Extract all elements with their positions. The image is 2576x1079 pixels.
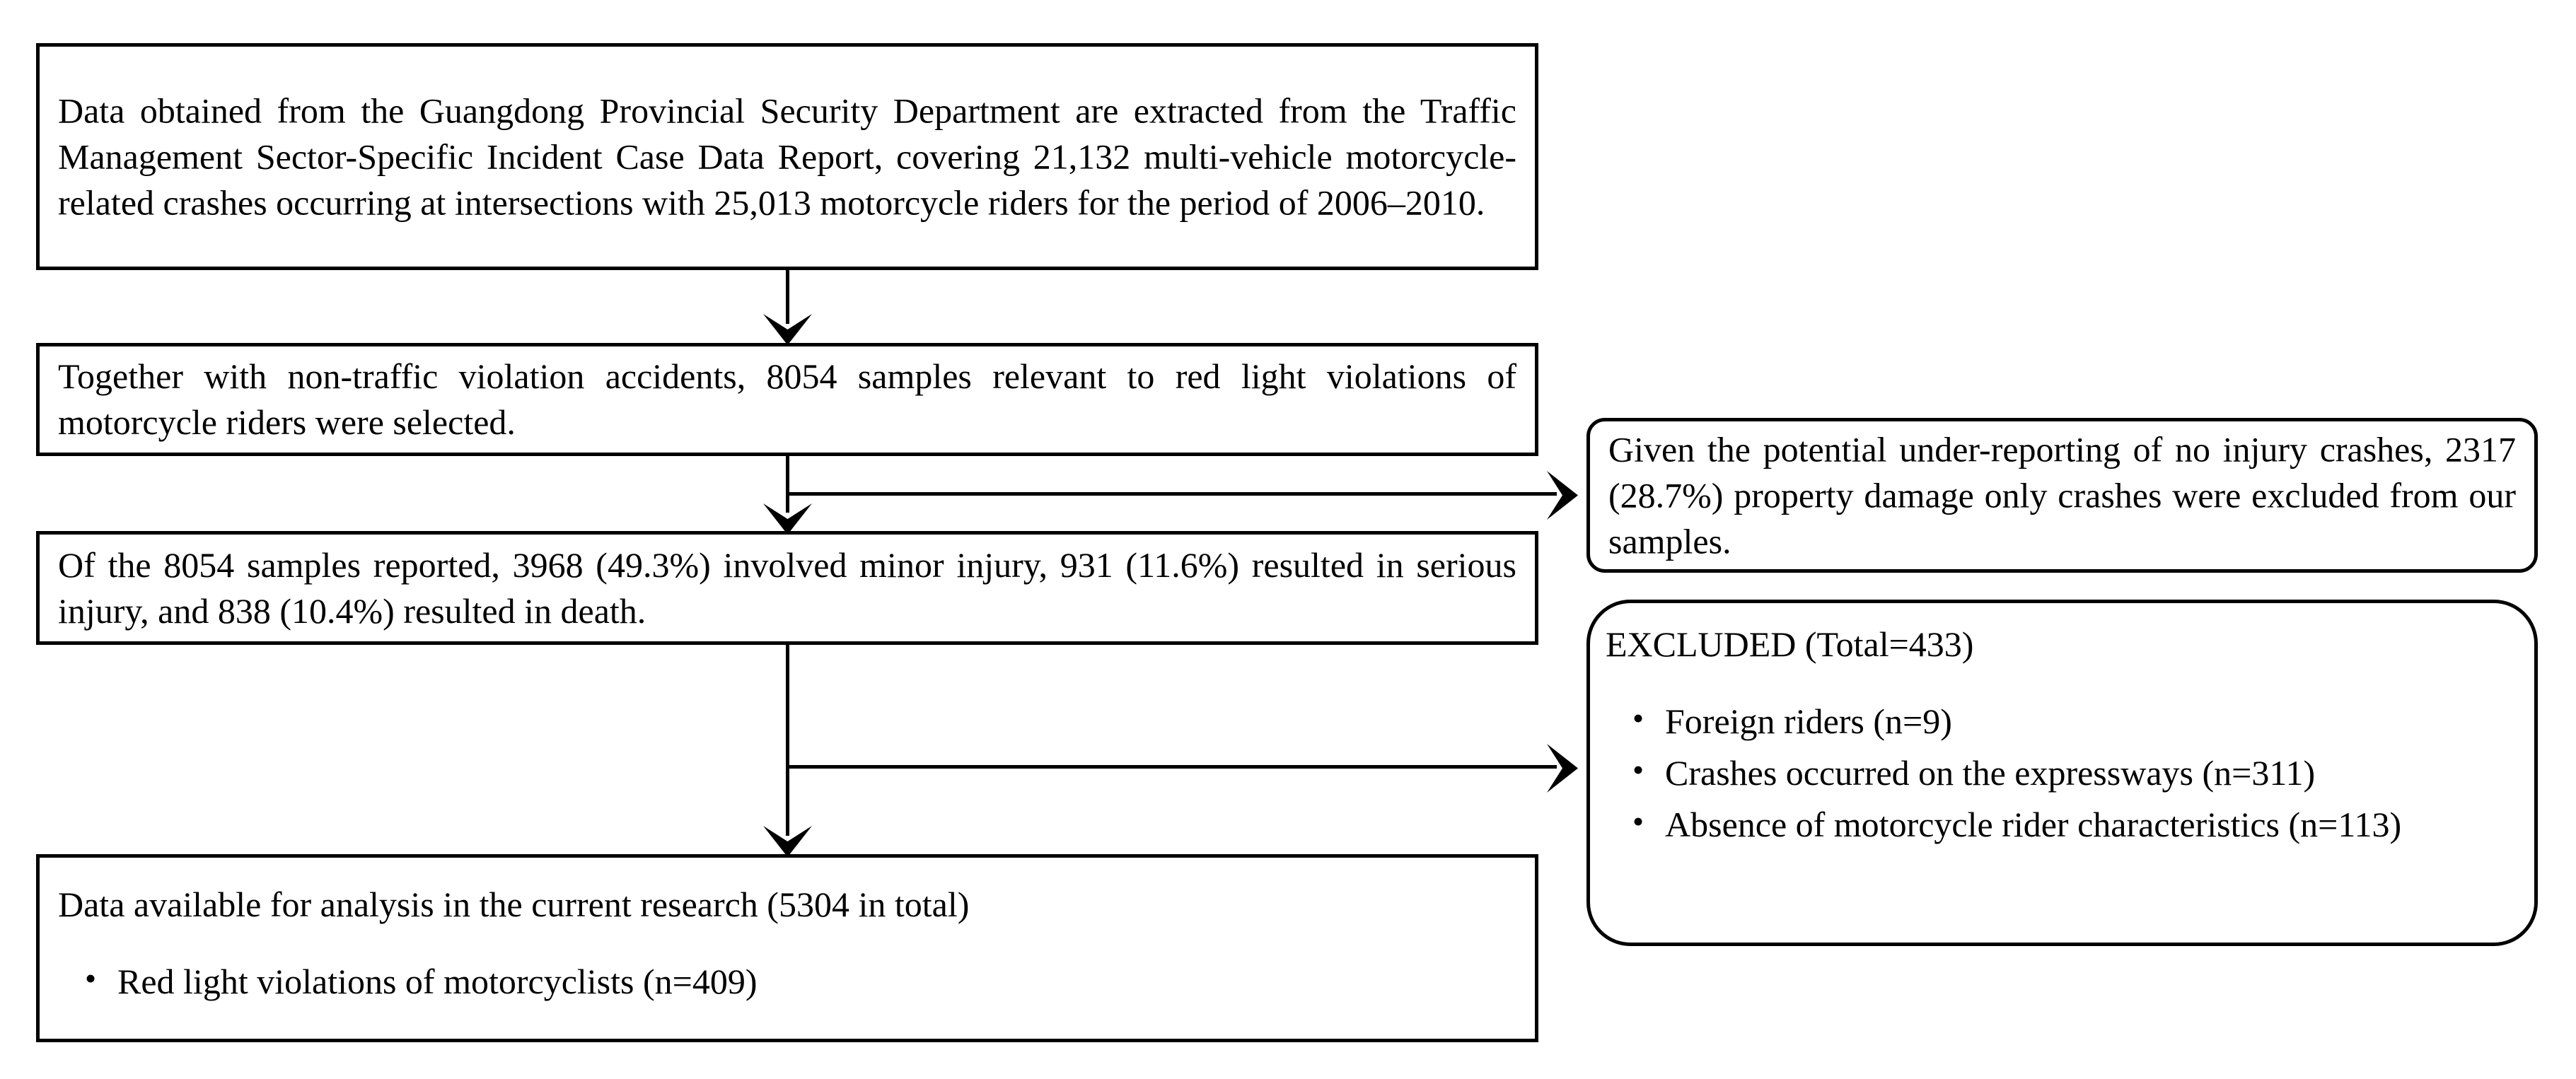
under-reporting-text: Given the potential under-reporting of n…	[1608, 429, 2516, 561]
injury-breakdown-box: Of the 8054 samples reported, 3968 (49.3…	[36, 531, 1538, 645]
arrow-source-to-selection-stem	[786, 270, 789, 324]
list-item: Absence of motorcycle rider characterist…	[1632, 800, 2516, 848]
arrow-breakdown-to-final-head	[763, 826, 812, 857]
excluded-bullet-list: Foreign riders (n=9) Crashes occurred on…	[1606, 697, 2516, 848]
arrow-breakdown-to-excluded-stem	[786, 765, 1557, 769]
arrow-selection-to-underreporting-stem	[786, 492, 1557, 496]
sample-selection-body: Together with non-traffic violation acci…	[58, 354, 1516, 445]
data-source-text: Data obtained from the Guangdong Provinc…	[58, 91, 1516, 222]
arrow-source-to-selection-head	[763, 314, 812, 345]
injury-breakdown-text: Of the 8054 samples reported, 3968 (49.3…	[58, 544, 1516, 631]
list-item: Red light violations of motorcyclists (n…	[85, 957, 1516, 1005]
final-data-bullet-list: Red light violations of motorcyclists (n…	[58, 957, 1516, 1005]
excluded-heading: EXCLUDED (Total=433)	[1606, 624, 1974, 664]
final-data-body: Data available for analysis in the curre…	[58, 882, 1516, 1010]
data-source-body: Data obtained from the Guangdong Provinc…	[58, 88, 1516, 226]
final-data-heading: Data available for analysis in the curre…	[58, 885, 970, 924]
data-source-box: Data obtained from the Guangdong Provinc…	[36, 43, 1538, 270]
arrow-selection-to-underreporting-head	[1547, 471, 1578, 520]
arrow-breakdown-to-excluded-head	[1547, 744, 1578, 793]
excluded-spacer	[1606, 667, 2516, 699]
arrow-selection-to-breakdown-stem	[786, 456, 789, 513]
arrow-selection-to-breakdown-head	[763, 503, 812, 535]
excluded-box: EXCLUDED (Total=433) Foreign riders (n=9…	[1586, 600, 2538, 946]
arrow-breakdown-to-final-stem	[786, 645, 789, 836]
list-item: Foreign riders (n=9)	[1632, 697, 2516, 745]
list-item: Crashes occurred on the expressways (n=3…	[1632, 749, 2516, 796]
excluded-body: EXCLUDED (Total=433) Foreign riders (n=9…	[1606, 622, 2516, 853]
sample-selection-text: Together with non-traffic violation acci…	[58, 356, 1516, 442]
under-reporting-body: Given the potential under-reporting of n…	[1608, 426, 2516, 564]
final-data-spacer	[58, 928, 1516, 959]
injury-breakdown-body: Of the 8054 samples reported, 3968 (49.3…	[58, 542, 1516, 634]
sample-selection-box: Together with non-traffic violation acci…	[36, 343, 1538, 456]
final-data-box: Data available for analysis in the curre…	[36, 854, 1538, 1042]
under-reporting-box: Given the potential under-reporting of n…	[1586, 418, 2538, 573]
